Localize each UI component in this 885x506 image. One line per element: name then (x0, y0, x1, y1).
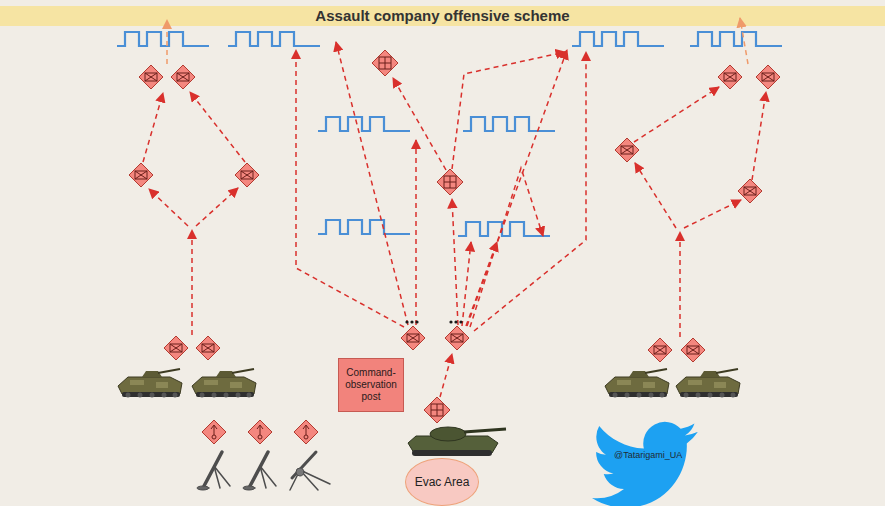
twitter-logo (592, 422, 698, 506)
trench-line (318, 117, 410, 131)
ifv-illustration (605, 369, 669, 398)
infantry-symbol (164, 336, 188, 360)
gun-illustration (290, 452, 330, 490)
advance-arrow (191, 230, 193, 335)
infantry-symbol (139, 65, 163, 89)
advance-arrow (752, 92, 766, 180)
mortar-symbol (248, 420, 272, 444)
watermark-label: @Tatarigami_UA (614, 450, 682, 460)
title-band (0, 6, 885, 26)
advance-arrow (440, 354, 452, 397)
infantry-symbol (718, 65, 742, 89)
twitter-bird (592, 422, 698, 506)
advance-arrow (740, 18, 748, 64)
node-text: Command-observation post (342, 367, 400, 403)
infantry-symbol (648, 338, 672, 362)
advance-arrow (452, 199, 458, 325)
mortars (197, 452, 330, 490)
trench-lines (117, 32, 782, 236)
unit-symbols (129, 50, 780, 444)
advance-arrow (190, 92, 245, 162)
recon-symbol (437, 169, 463, 195)
advance-arrow (143, 93, 163, 162)
title-text: Assault company offensive scheme (0, 6, 885, 26)
node-text: Evac Area (415, 475, 470, 489)
infantry-symbol (738, 179, 762, 203)
infantry-symbol (235, 163, 259, 187)
advance-arrow (452, 52, 565, 169)
advance-arrow (166, 20, 168, 64)
infantry-symbol (681, 338, 705, 362)
trench-line (318, 220, 410, 234)
tank-symbol (424, 397, 450, 423)
ifv-illustration (192, 369, 256, 398)
advance-arrow (149, 189, 188, 226)
advance-arrows (143, 18, 766, 397)
advance-arrow (196, 188, 238, 226)
advance-arrow (474, 52, 586, 331)
trench-line (117, 32, 209, 46)
mortar-illustration (197, 452, 230, 490)
infantry-symbol (171, 65, 195, 89)
ifv-illustration (118, 369, 182, 398)
ifv-illustration (676, 369, 740, 398)
advance-arrow (470, 168, 543, 327)
command-post-box: Command-observation post (338, 358, 404, 412)
trench-line (690, 32, 782, 46)
advance-arrow (679, 232, 681, 337)
trench-line (572, 32, 664, 46)
mortar-illustration (243, 452, 276, 490)
recon-symbol (372, 50, 398, 76)
platoon-dots (405, 320, 462, 323)
platoon-symbol (401, 326, 425, 350)
advance-arrow (684, 200, 741, 228)
advance-arrow (462, 242, 471, 326)
mortar-symbol (202, 420, 226, 444)
platoon-symbol (445, 326, 469, 350)
advance-arrow (336, 42, 408, 325)
infantry-symbol (196, 336, 220, 360)
infantry-symbol (615, 138, 639, 162)
mortar-symbol (294, 420, 318, 444)
evac-area-ellipse: Evac Area (405, 458, 479, 506)
advance-arrow (296, 50, 404, 327)
advance-arrow (415, 140, 417, 325)
infantry-symbol (756, 65, 780, 89)
advance-arrow (635, 163, 676, 228)
infantry-symbol (129, 163, 153, 187)
trench-line (228, 32, 320, 46)
tank-illustration (408, 427, 506, 456)
advance-arrow (467, 50, 567, 326)
advance-arrow (634, 87, 719, 142)
advance-arrow (393, 78, 446, 170)
